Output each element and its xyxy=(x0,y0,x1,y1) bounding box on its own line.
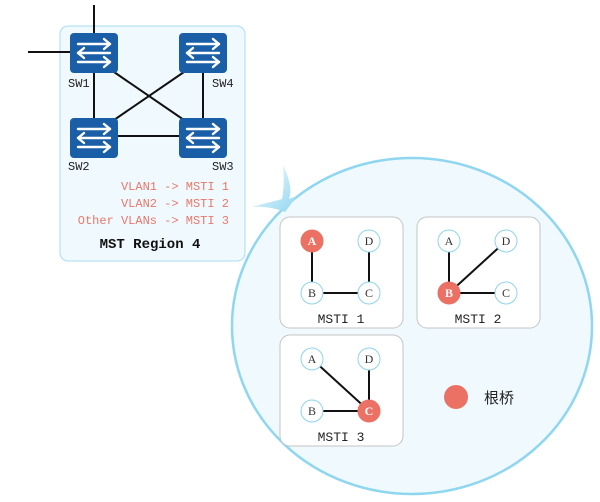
vlan-mapping-1: VLAN1 -> MSTI 1 xyxy=(121,180,229,194)
switch-label-sw2: SW2 xyxy=(68,160,90,174)
bridge-node-D xyxy=(357,229,381,253)
msti-label: MSTI 3 xyxy=(318,430,365,445)
root-bridge-node-C xyxy=(357,399,381,423)
switch-label-sw4: SW4 xyxy=(212,77,234,91)
mst-region-box xyxy=(59,25,246,262)
node-label-D: D xyxy=(365,352,374,366)
switch-sw2-icon xyxy=(68,116,120,160)
bridge-node-A xyxy=(300,347,324,371)
switch-sw3-icon xyxy=(177,116,229,160)
msti-label: MSTI 1 xyxy=(318,312,365,327)
link-B-D xyxy=(448,240,507,294)
root-bridge-node-B xyxy=(437,281,461,305)
bridge-node-B xyxy=(300,399,324,423)
node-label-C: C xyxy=(502,286,510,300)
link-A-C xyxy=(311,358,370,412)
msti-box-2: A B C D MSTI 2 xyxy=(416,216,541,329)
node-label-B: B xyxy=(308,286,316,300)
switch-sw4-icon xyxy=(177,31,229,75)
bridge-node-C xyxy=(494,281,518,305)
zoom-arrow-icon xyxy=(252,165,297,212)
node-label-D: D xyxy=(365,234,374,248)
bridge-node-B xyxy=(300,281,324,305)
bridge-node-D xyxy=(357,347,381,371)
node-label-A: A xyxy=(445,234,454,248)
msti-box-3: A B C D MSTI 3 xyxy=(279,334,404,447)
msti-box-1: A B C D MSTI 1 xyxy=(279,216,404,329)
node-label-C: C xyxy=(365,404,374,418)
vlan-mapping-2: VLAN2 -> MSTI 2 xyxy=(121,197,229,211)
link-sw4-sw2 xyxy=(113,71,185,121)
legend-label: 根桥 xyxy=(484,389,514,407)
switch-sw1-icon xyxy=(68,31,120,75)
bridge-node-A xyxy=(437,229,461,253)
root-bridge-legend-icon xyxy=(444,385,468,409)
msti-label: MSTI 2 xyxy=(455,312,502,327)
msti-instances: A B C D MSTI 1 A B C D MSTI 2 A B C D MSTI 3 xyxy=(279,216,541,447)
node-label-C: C xyxy=(365,286,373,300)
node-label-B: B xyxy=(308,404,316,418)
node-label-D: D xyxy=(502,234,511,248)
region-title: MST Region 4 xyxy=(100,237,201,253)
switch-label-sw1: SW1 xyxy=(68,77,90,91)
root-bridge-node-A xyxy=(300,229,324,253)
node-label-B: B xyxy=(445,286,453,300)
vlan-mapping-3: Other VLANs -> MSTI 3 xyxy=(78,214,229,228)
bridge-node-D xyxy=(494,229,518,253)
switch-label-sw3: SW3 xyxy=(212,160,234,174)
bridge-node-C xyxy=(357,281,381,305)
node-label-A: A xyxy=(308,352,317,366)
node-label-A: A xyxy=(308,234,317,248)
switch-links xyxy=(93,71,204,137)
